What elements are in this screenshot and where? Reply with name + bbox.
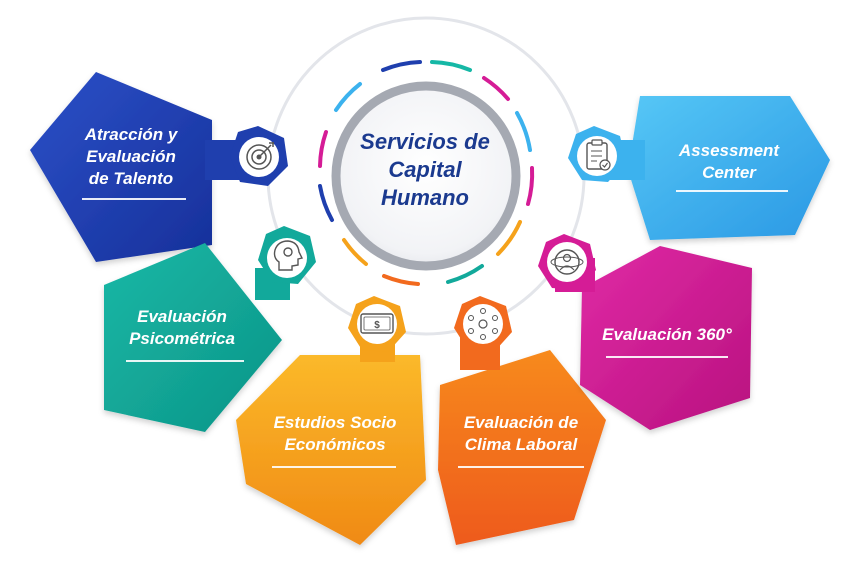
node-clima-rule (458, 466, 584, 468)
node-socio-label: Estudios Socio Económicos (260, 412, 410, 456)
node-talent-label: Atracción y Evaluación de Talento (58, 124, 204, 190)
node-socio-line-1: Estudios Socio (273, 413, 397, 432)
node-clima-line-1: Evaluación de (463, 413, 579, 432)
node-psico-shape (104, 243, 282, 432)
node-psico-label: Evaluación Psicométrica (112, 306, 252, 350)
clipboard-check-icon (568, 126, 626, 182)
node-socio-line-2: Económicos (284, 435, 386, 454)
node-assessment-shape (628, 96, 830, 240)
node-assessment-rule (676, 190, 788, 192)
node-talent-line-3: de Talento (88, 169, 174, 188)
node-psico-rule (126, 360, 244, 362)
node-clima-label: Evaluación de Clima Laboral (446, 412, 596, 456)
connector-talent (205, 140, 240, 180)
center-title-line-1: Servicios de (360, 129, 490, 154)
node-360-line-1: Evaluación 360° (602, 325, 732, 344)
node-assessment-line-2: Center (702, 163, 756, 182)
node-360-label: Evaluación 360° (592, 324, 742, 346)
center-title-line-3: Humano (381, 185, 469, 210)
node-clima-line-2: Clima Laboral (464, 435, 578, 454)
center-title-line-2: Capital (388, 157, 462, 182)
head-gear-icon (258, 226, 316, 284)
node-psico-line-1: Evaluación (137, 307, 227, 326)
people-network-icon (454, 296, 512, 352)
node-assessment-label: Assessment Center (664, 140, 794, 184)
node-talent-line-2: Evaluación (86, 147, 176, 166)
node-360-shape (580, 246, 752, 430)
center-title: Servicios de Capital Humano (340, 128, 510, 212)
arc-dashes (318, 60, 535, 286)
money-bill-icon: $ (348, 296, 406, 352)
node-clima-shape (438, 350, 606, 545)
svg-text:$: $ (374, 320, 380, 331)
globe-person-icon (538, 234, 596, 290)
node-talent-rule (82, 198, 186, 200)
center-circle (331, 81, 521, 271)
node-socio-rule (272, 466, 396, 468)
node-talent-line-1: Atracción y (84, 125, 178, 144)
target-icon (230, 126, 288, 186)
node-talent-shape (30, 72, 212, 262)
node-psico-line-2: Psicométrica (129, 329, 235, 348)
node-360-rule (606, 356, 728, 358)
node-socio-shape (236, 355, 426, 545)
node-assessment-line-1: Assessment (678, 141, 780, 160)
